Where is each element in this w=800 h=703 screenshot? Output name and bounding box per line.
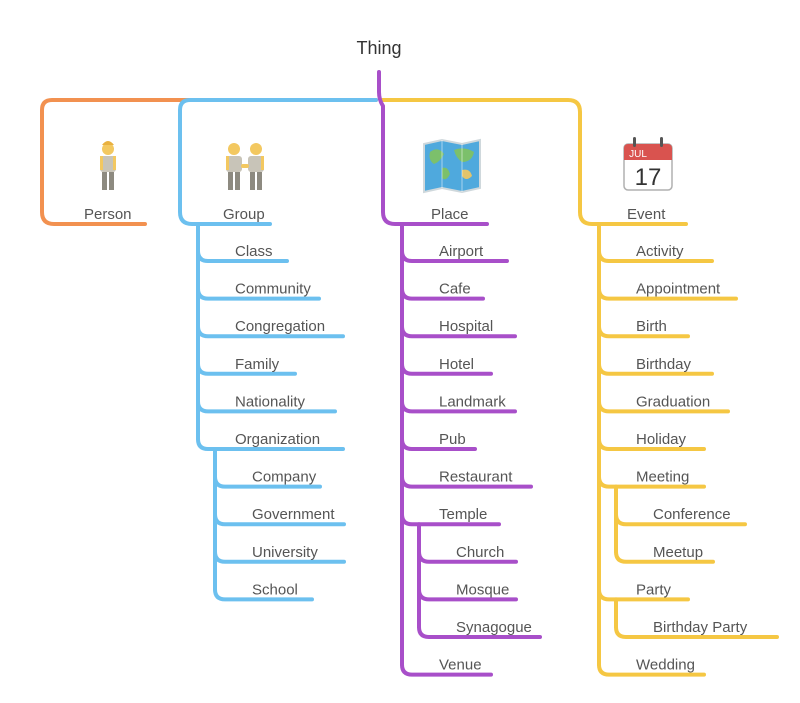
connector-event [380,98,688,226]
node-conference[interactable]: Conference [653,506,731,523]
node-government[interactable]: Government [252,506,335,523]
node-meetup[interactable]: Meetup [653,544,703,561]
node-nationality[interactable]: Nationality [235,393,306,410]
node-organization[interactable]: Organization [235,431,320,448]
node-cafe[interactable]: Cafe [439,281,471,298]
node-birthday-party[interactable]: Birthday Party [653,619,748,636]
node-restaurant[interactable]: Restaurant [439,469,513,486]
node-holiday[interactable]: Holiday [636,431,687,448]
two-people-icon [226,143,264,190]
group-subtree: ClassCommunityCongregationFamilyNational… [196,222,346,602]
calendar-day: 17 [635,164,662,191]
connector-group [178,98,378,226]
node-pub[interactable]: Pub [439,431,466,448]
node-birthday[interactable]: Birthday [636,356,692,373]
node-class[interactable]: Class [235,243,273,260]
branch-label-place[interactable]: Place [431,206,469,223]
world-map-icon [423,138,481,194]
node-school[interactable]: School [252,581,298,598]
node-community[interactable]: Community [235,281,311,298]
node-meeting[interactable]: Meeting [636,469,689,486]
node-congregation[interactable]: Congregation [235,318,325,335]
node-temple[interactable]: Temple [439,506,487,523]
node-landmark[interactable]: Landmark [439,393,506,410]
person-icon [100,141,116,190]
node-appointment[interactable]: Appointment [636,281,721,298]
branch-label-event[interactable]: Event [627,206,666,223]
node-family[interactable]: Family [235,356,280,373]
node-activity[interactable]: Activity [636,243,684,260]
node-synagogue[interactable]: Synagogue [456,619,532,636]
node-airport[interactable]: Airport [439,243,484,260]
node-company[interactable]: Company [252,469,317,486]
node-hotel[interactable]: Hotel [439,356,474,373]
node-hospital[interactable]: Hospital [439,318,493,335]
node-wedding[interactable]: Wedding [636,657,695,674]
calendar-month: JUL [629,149,647,160]
node-birth[interactable]: Birth [636,318,667,335]
calendar-icon: JUL 17 [623,137,673,191]
node-venue[interactable]: Venue [439,657,482,674]
event-subtree: ActivityAppointmentBirthBirthdayGraduati… [597,222,779,677]
node-church[interactable]: Church [456,544,504,561]
place-subtree: AirportCafeHospitalHotelLandmarkPubResta… [400,222,542,677]
node-party[interactable]: Party [636,581,672,598]
branch-label-person[interactable]: Person [84,206,132,223]
node-university[interactable]: University [252,544,318,561]
branch-label-group[interactable]: Group [223,206,265,223]
connector-person [40,98,378,226]
node-graduation[interactable]: Graduation [636,393,710,410]
node-mosque[interactable]: Mosque [456,581,509,598]
root-label[interactable]: Thing [356,38,401,58]
connector-place [377,70,489,226]
